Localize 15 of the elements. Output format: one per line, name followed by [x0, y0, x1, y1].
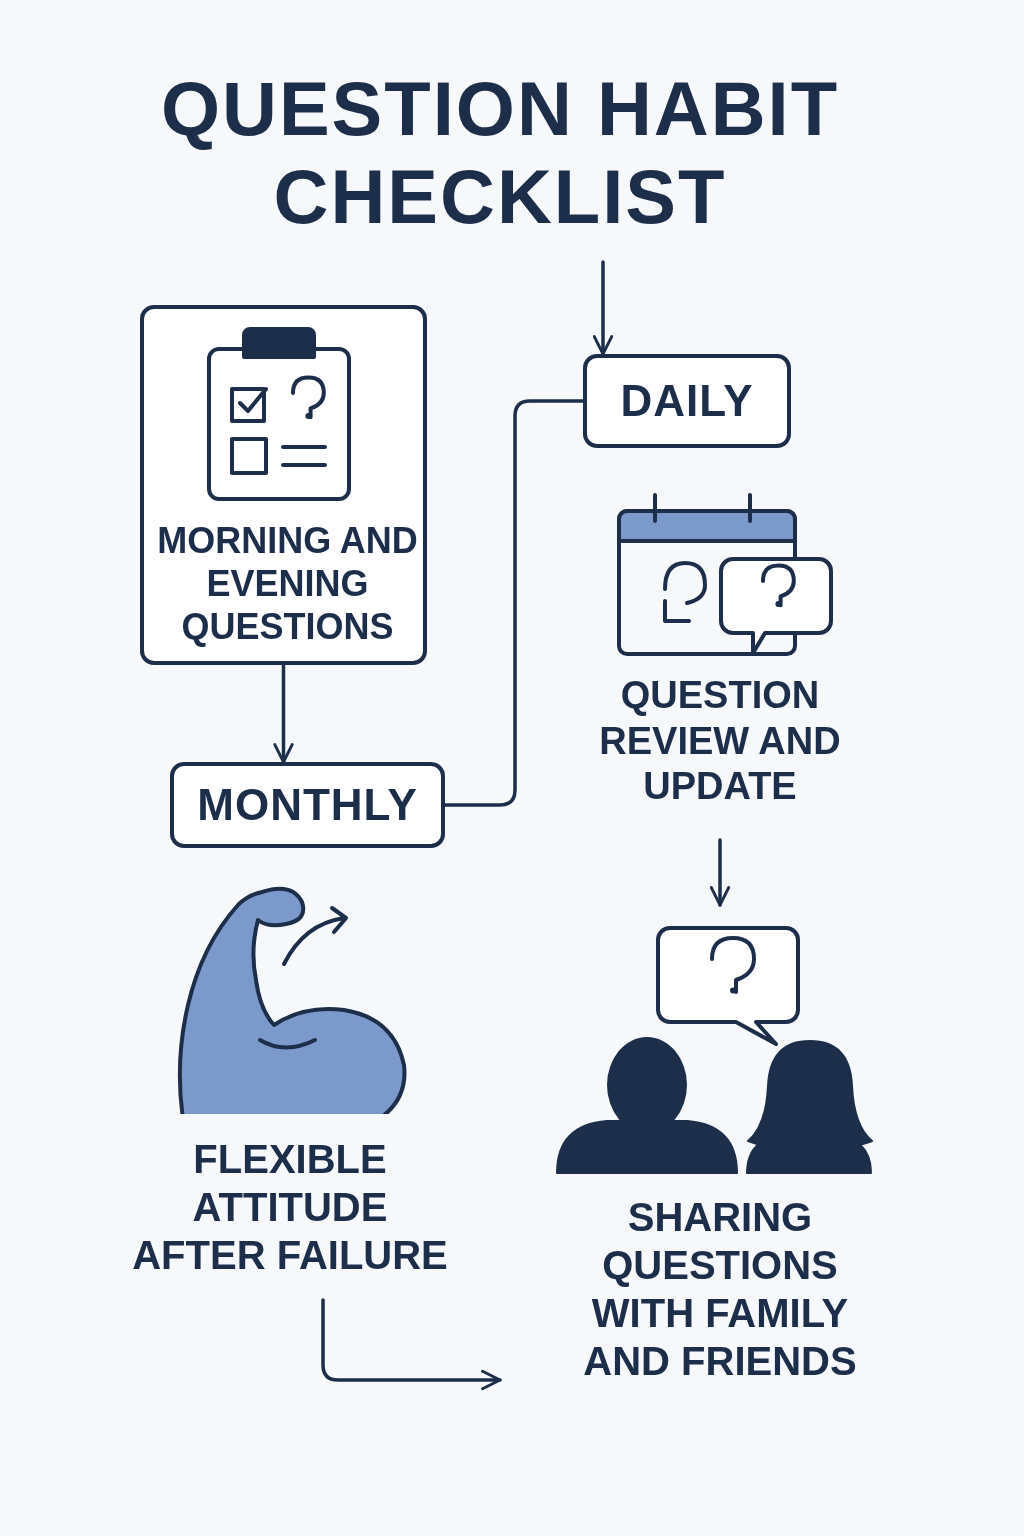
arrow [592, 260, 614, 356]
title: QUESTION HABIT CHECKLIST [159, 65, 841, 241]
step-label: QUESTION REVIEW AND UPDATE [598, 673, 842, 810]
step-label: MONTHLY [197, 778, 418, 831]
step-label: MORNING AND EVENING QUESTIONS [156, 519, 419, 649]
arrow [709, 838, 731, 907]
arrow [321, 1298, 502, 1391]
process-box [170, 762, 445, 848]
step-label: FLEXIBLE ATTITUDE AFTER FAILURE [131, 1136, 449, 1279]
step-label: DAILY [620, 374, 754, 427]
connector-line [443, 399, 585, 807]
arrow [273, 663, 294, 764]
step-label: SHARING QUESTIONS WITH FAMILY AND FRIENDS [582, 1194, 858, 1385]
process-box [583, 354, 791, 448]
process-box [140, 305, 427, 665]
